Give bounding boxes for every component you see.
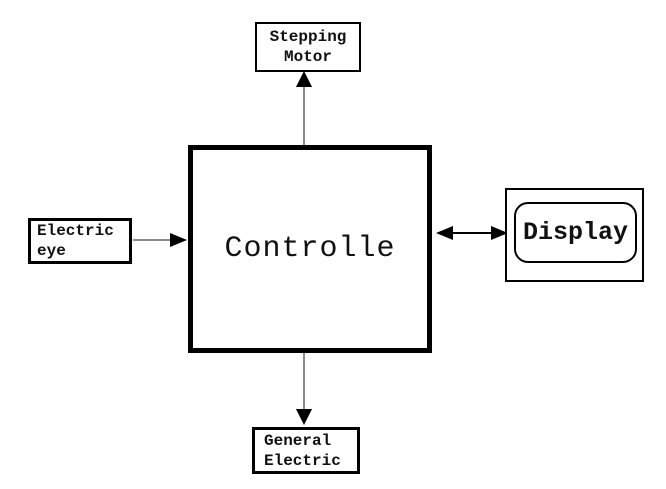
electric-eye-label-line1: Electric — [37, 222, 114, 240]
connector-controller-to-general-electric — [303, 353, 305, 409]
arrowhead-down-icon — [296, 409, 312, 425]
node-controller: Controlle — [188, 145, 432, 353]
display-label: Display — [522, 218, 629, 247]
general-electric-label-line2: Electric — [264, 451, 341, 470]
stepping-motor-label-line1: Stepping — [269, 28, 347, 46]
arrowhead-right-icon — [491, 226, 508, 240]
node-general-electric: General Electric — [252, 427, 360, 474]
arrowhead-right-icon — [170, 233, 187, 247]
arrowhead-left-icon — [436, 226, 453, 240]
node-electric-eye: Electric eye — [28, 218, 132, 264]
node-display: Display — [514, 202, 637, 263]
controller-label: Controlle — [224, 232, 396, 266]
connector-eye-to-controller — [133, 239, 171, 241]
node-stepping-motor: Stepping Motor — [255, 22, 361, 72]
connector-controller-to-motor — [303, 86, 305, 145]
general-electric-label-line1: General — [264, 431, 332, 450]
stepping-motor-label-line2: Motor — [283, 48, 332, 66]
electric-eye-label-line2: eye — [37, 242, 66, 260]
arrowhead-up-icon — [296, 71, 312, 87]
connector-controller-to-display — [452, 232, 492, 234]
